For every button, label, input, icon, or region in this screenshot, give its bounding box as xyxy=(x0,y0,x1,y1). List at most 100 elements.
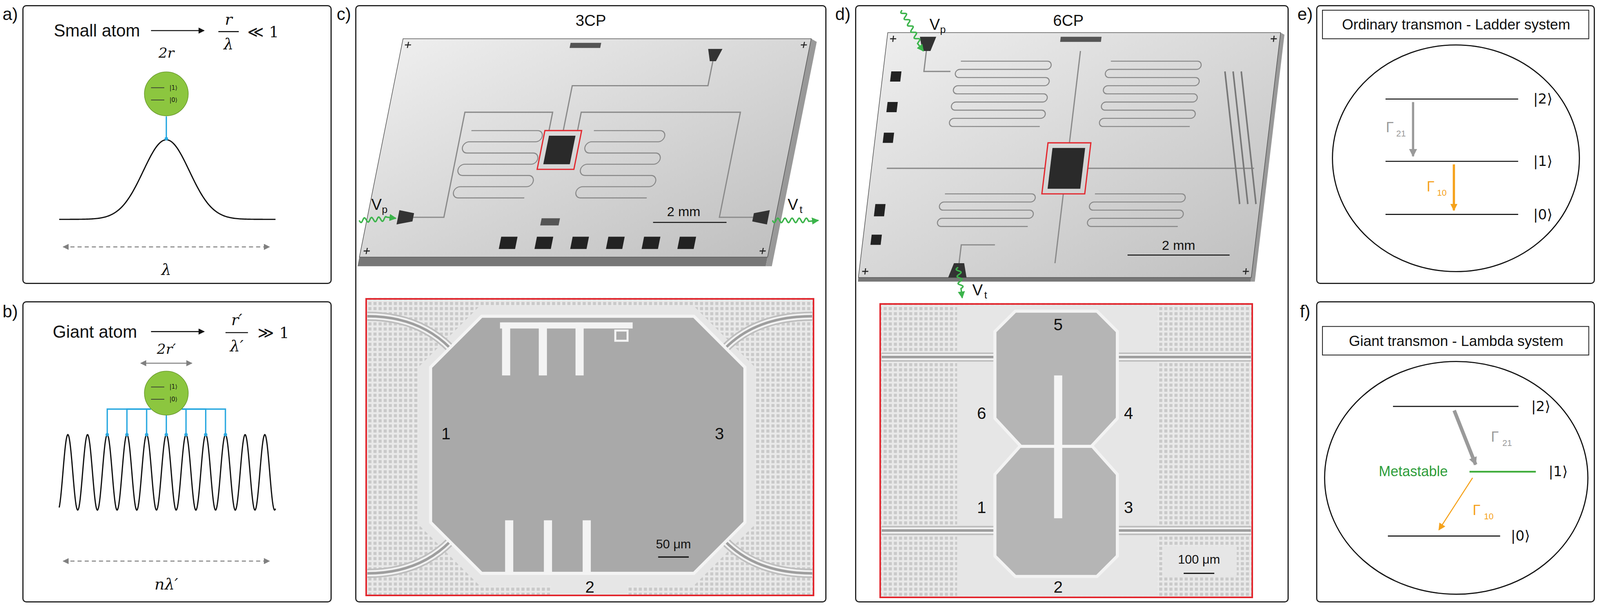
figure-rect xyxy=(957,305,1157,596)
figure-path xyxy=(367,541,451,574)
figure-circle xyxy=(223,432,228,437)
figure-panel: e)Ordinary transmon - Ladder system|2⟩Γ2… xyxy=(1316,5,1595,284)
figure-path xyxy=(1112,354,1252,361)
state-label: |0⟩ xyxy=(1533,207,1553,222)
figure-path xyxy=(725,316,813,348)
title-frame xyxy=(1322,10,1589,39)
scale-label: 2 mm xyxy=(666,204,701,218)
figure-rect xyxy=(550,571,628,596)
figure-rect xyxy=(582,520,591,574)
panel-letter: a) xyxy=(2,5,18,23)
port-number: 1 xyxy=(441,425,451,442)
level-diagram: |2⟩Γ21|1⟩Γ10|0⟩ xyxy=(1331,43,1581,273)
figure-path xyxy=(725,541,813,574)
figure-rect xyxy=(1163,546,1237,578)
rate-subscript: 21 xyxy=(1502,438,1512,448)
figure-path xyxy=(725,541,813,574)
figure-rect xyxy=(870,234,882,245)
title-frame xyxy=(1322,326,1589,355)
figure-rect xyxy=(543,520,553,574)
figure-rect xyxy=(857,277,1252,282)
figure-g xyxy=(359,10,963,298)
panel-letter: e) xyxy=(1297,5,1313,23)
figure-rect xyxy=(365,297,815,596)
level-diagram: |2⟩Γ21Metastable|1⟩Γ10|0⟩ xyxy=(1323,360,1590,596)
figure-ellipse xyxy=(1324,361,1588,594)
signal-name: V xyxy=(371,196,382,213)
rate-subscript: 10 xyxy=(1483,512,1494,521)
figure-rect xyxy=(534,236,554,249)
figure-rect xyxy=(1047,147,1086,189)
signal-subscript: p xyxy=(381,204,388,215)
figure-circle xyxy=(125,432,129,437)
figure-path xyxy=(1112,352,1252,362)
port-number: 2 xyxy=(1053,578,1063,596)
figure-rect xyxy=(677,236,697,249)
figure-path xyxy=(1209,71,1272,204)
math-symbol: nλ′ xyxy=(154,575,178,592)
figure-path xyxy=(181,408,187,435)
figure-line xyxy=(150,330,204,333)
figure-circle xyxy=(144,71,189,116)
figure-rect xyxy=(359,38,812,258)
state-label: |0⟩ xyxy=(1510,528,1530,543)
port-number: 4 xyxy=(1124,404,1134,422)
figure-line xyxy=(1454,410,1476,465)
figure-rect xyxy=(873,203,886,217)
figure-path xyxy=(956,266,963,298)
figure-line xyxy=(658,556,689,558)
figure-line xyxy=(225,332,248,334)
figure-path xyxy=(367,316,451,348)
figure-circle xyxy=(164,136,169,141)
figure-polygon xyxy=(705,49,723,62)
figure-rect xyxy=(357,256,768,266)
rate-symbol: Γ xyxy=(1385,120,1394,135)
figure-line xyxy=(63,246,270,248)
zoom-inset: 56413100 μm2 xyxy=(879,303,1254,598)
figure-path xyxy=(861,35,1277,275)
figure-rect xyxy=(504,520,514,574)
small-atom-art xyxy=(59,30,276,247)
figure-rect xyxy=(879,303,1254,598)
figure-line xyxy=(150,30,204,32)
figure-path xyxy=(1086,193,1186,227)
figure-line xyxy=(1183,572,1215,574)
scale-label: 2 mm xyxy=(1162,238,1196,252)
size-label: 2r′ xyxy=(156,341,176,356)
figure-path xyxy=(363,41,808,255)
figure-rect xyxy=(1020,444,1094,448)
figure-path xyxy=(1112,527,1252,534)
figure-path xyxy=(881,355,1001,359)
figure-path xyxy=(725,541,813,574)
figure-path xyxy=(165,415,168,435)
figure-rect xyxy=(537,130,582,170)
figure-rect xyxy=(575,322,584,376)
rate-subscript: 10 xyxy=(1436,188,1447,198)
size-label: 2r xyxy=(158,45,175,60)
figure-rect xyxy=(641,236,661,249)
figure-path xyxy=(948,61,1052,127)
state-label: |2⟩ xyxy=(1533,91,1553,106)
math-symbol: r′ xyxy=(231,311,243,328)
atom-circle: |1⟩|0⟩ xyxy=(143,71,189,117)
figure-path xyxy=(881,527,1001,534)
figure-path xyxy=(367,541,451,574)
figure-line xyxy=(1412,101,1415,157)
figure-path xyxy=(359,216,396,223)
figure-path xyxy=(875,50,1269,264)
figure-path xyxy=(452,130,544,198)
signal-subscript: t xyxy=(984,289,988,300)
figure-polygon xyxy=(418,305,756,586)
figure-rect xyxy=(538,322,547,376)
figure-line xyxy=(1469,470,1536,473)
figure-path xyxy=(881,528,1001,532)
state-label: |1⟩ xyxy=(1548,464,1568,479)
figure-g xyxy=(59,408,276,510)
figure-rect xyxy=(543,135,576,165)
figure-line xyxy=(63,560,270,562)
chip-title: 3CP xyxy=(575,12,607,29)
figure-path xyxy=(146,408,151,435)
figure-polygon xyxy=(396,210,415,225)
figure-path xyxy=(107,408,151,435)
figure-path xyxy=(725,316,813,348)
